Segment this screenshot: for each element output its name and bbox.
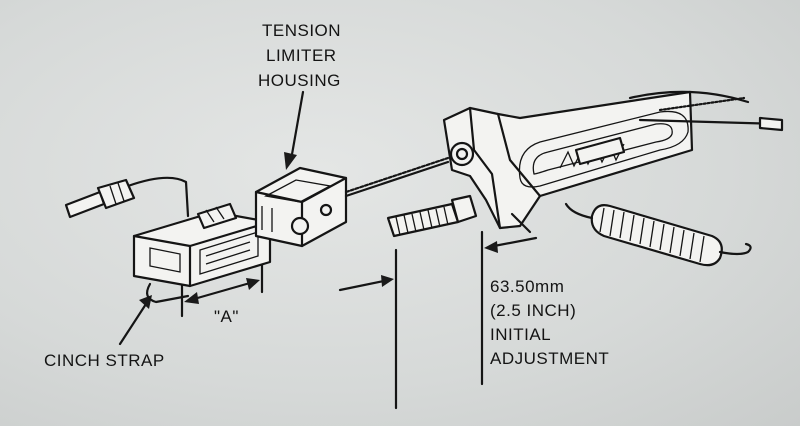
upper-spring <box>559 136 626 169</box>
cinch-strap-bracket <box>132 202 272 304</box>
cable-connector <box>64 176 190 219</box>
lower-coil-spring <box>564 202 752 267</box>
tension-limiter-label: TENSION LIMITER HOUSING <box>258 21 341 90</box>
brake-cable <box>344 156 450 198</box>
threaded-rod <box>386 194 478 238</box>
measurement-label-line4: ADJUSTMENT <box>490 349 609 368</box>
measurement-lines <box>338 230 538 410</box>
rear-cables <box>628 90 784 132</box>
measurement-label-line1: 63.50mm <box>490 277 564 296</box>
measurement-label-line3: INITIAL <box>490 325 551 344</box>
cinch-strap-label: CINCH STRAP <box>44 351 165 370</box>
tension-limiter-leader <box>284 90 305 170</box>
measurement-label-line2: (2.5 INCH) <box>490 301 576 320</box>
cinch-strap-leader <box>118 295 152 346</box>
tension-limiter-label-line3: HOUSING <box>258 71 341 90</box>
tension-limiter-label-line1: TENSION <box>262 21 341 40</box>
tension-limiter-label-line2: LIMITER <box>266 46 337 65</box>
dimension-a-label: "A" <box>214 307 239 326</box>
initial-adjustment-label: 63.50mm (2.5 INCH) INITIAL ADJUSTMENT <box>490 277 609 368</box>
equalizer-bracket <box>442 90 694 234</box>
tension-limiter-housing <box>254 166 348 248</box>
